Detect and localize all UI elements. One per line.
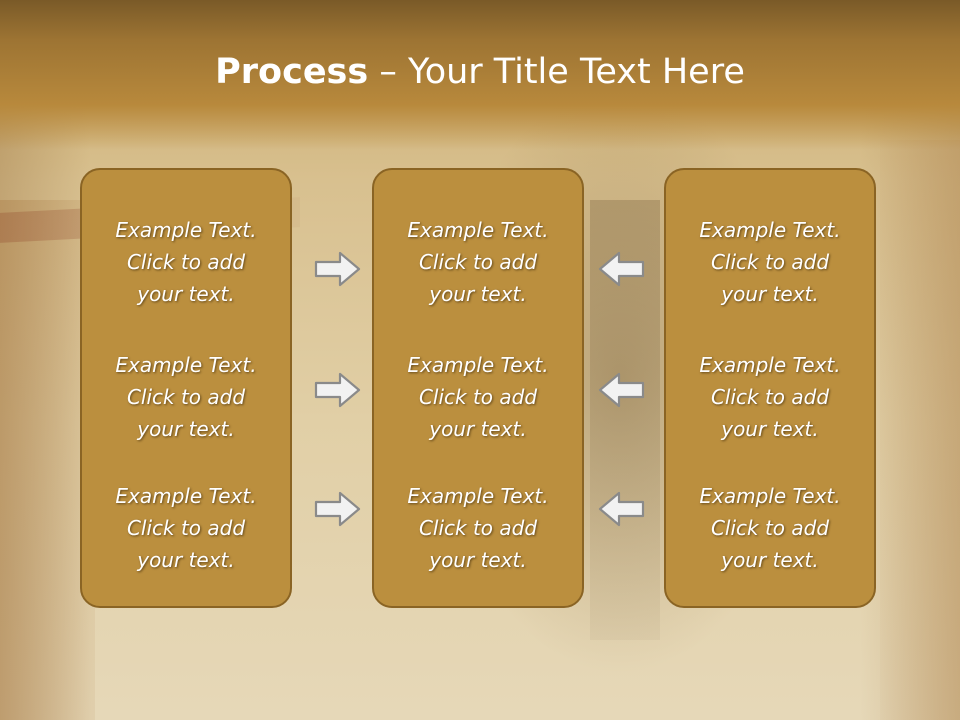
text-placeholder[interactable]: Example Text. Click to add your text. bbox=[115, 484, 257, 572]
text-placeholder[interactable]: Example Text. Click to add your text. bbox=[407, 353, 549, 441]
process-box-2[interactable]: Example Text. Click to add your text. Ex… bbox=[372, 168, 584, 608]
title-band bbox=[0, 0, 960, 150]
slide-title[interactable]: Process – Your Title Text Here bbox=[0, 52, 960, 92]
arrow-right-icon[interactable] bbox=[314, 371, 362, 409]
background-right-wall bbox=[880, 140, 960, 720]
text-placeholder[interactable]: Example Text. Click to add your text. bbox=[407, 484, 549, 572]
arrow-right-icon[interactable] bbox=[314, 490, 362, 528]
process-box-1[interactable]: Example Text. Click to add your text. Ex… bbox=[80, 168, 292, 608]
text-placeholder[interactable]: Example Text. Click to add your text. bbox=[699, 484, 841, 572]
arrow-left-icon[interactable] bbox=[597, 490, 645, 528]
text-placeholder[interactable]: Example Text. Click to add your text. bbox=[699, 353, 841, 441]
text-placeholder[interactable]: Example Text. Click to add your text. bbox=[699, 218, 841, 306]
process-box-3[interactable]: Example Text. Click to add your text. Ex… bbox=[664, 168, 876, 608]
text-placeholder[interactable]: Example Text. Click to add your text. bbox=[407, 218, 549, 306]
arrow-left-icon[interactable] bbox=[597, 371, 645, 409]
title-rest: – Your Title Text Here bbox=[368, 52, 745, 92]
arrow-right-icon[interactable] bbox=[314, 250, 362, 288]
text-placeholder[interactable]: Example Text. Click to add your text. bbox=[115, 353, 257, 441]
text-placeholder[interactable]: Example Text. Click to add your text. bbox=[115, 218, 257, 306]
title-bold: Process bbox=[215, 52, 369, 92]
background-left-wall bbox=[0, 200, 95, 720]
arrow-left-icon[interactable] bbox=[597, 250, 645, 288]
